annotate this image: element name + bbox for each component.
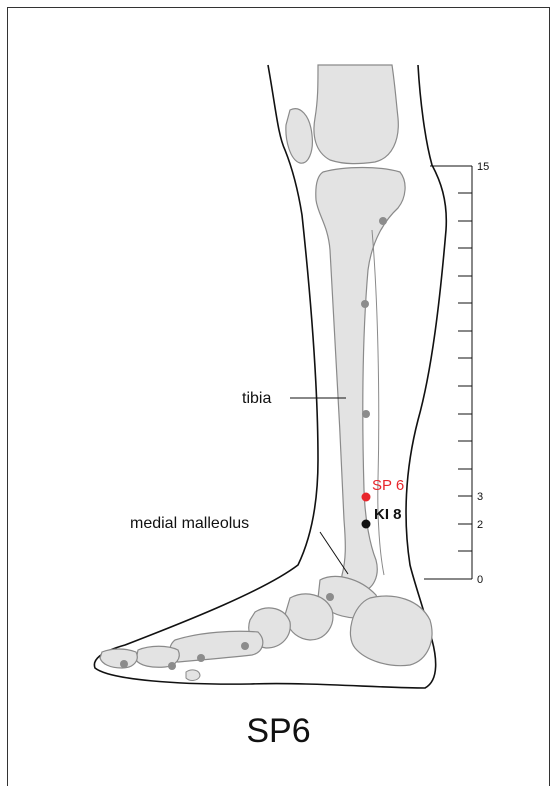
patella-bone: [286, 109, 313, 163]
ki8-label: KI 8: [374, 506, 402, 523]
minor-point: [361, 300, 369, 308]
scale-label-2: 2: [477, 519, 483, 531]
sp6-point: [362, 493, 371, 502]
leg-skin-outline: [94, 65, 446, 688]
tibia-bone: [316, 168, 405, 593]
minor-point: [379, 217, 387, 225]
malleolus-leader-line: [320, 532, 348, 574]
minor-point: [362, 410, 370, 418]
minor-point: [197, 654, 205, 662]
sp6-label: SP 6: [372, 477, 404, 494]
ki8-point: [362, 520, 371, 529]
minor-point: [120, 660, 128, 668]
scale-label-0: 0: [477, 574, 483, 586]
navicular-bone: [285, 594, 333, 640]
fibula-bone: [372, 230, 384, 575]
point-caption: SP6: [0, 712, 557, 751]
minor-point: [326, 593, 334, 601]
distal-phalanx-bone: [100, 649, 137, 668]
measurement-scale: [424, 166, 472, 579]
sesamoid-bone: [186, 670, 200, 681]
tibia-label: tibia: [242, 390, 271, 407]
minor-point: [241, 642, 249, 650]
calcaneus-bone: [350, 596, 432, 666]
scale-label-15: 15: [477, 161, 489, 173]
medial-malleolus-label: medial malleolus: [130, 515, 249, 532]
scale-label-3: 3: [477, 491, 483, 503]
femur-bone: [314, 65, 398, 164]
minor-point: [168, 662, 176, 670]
